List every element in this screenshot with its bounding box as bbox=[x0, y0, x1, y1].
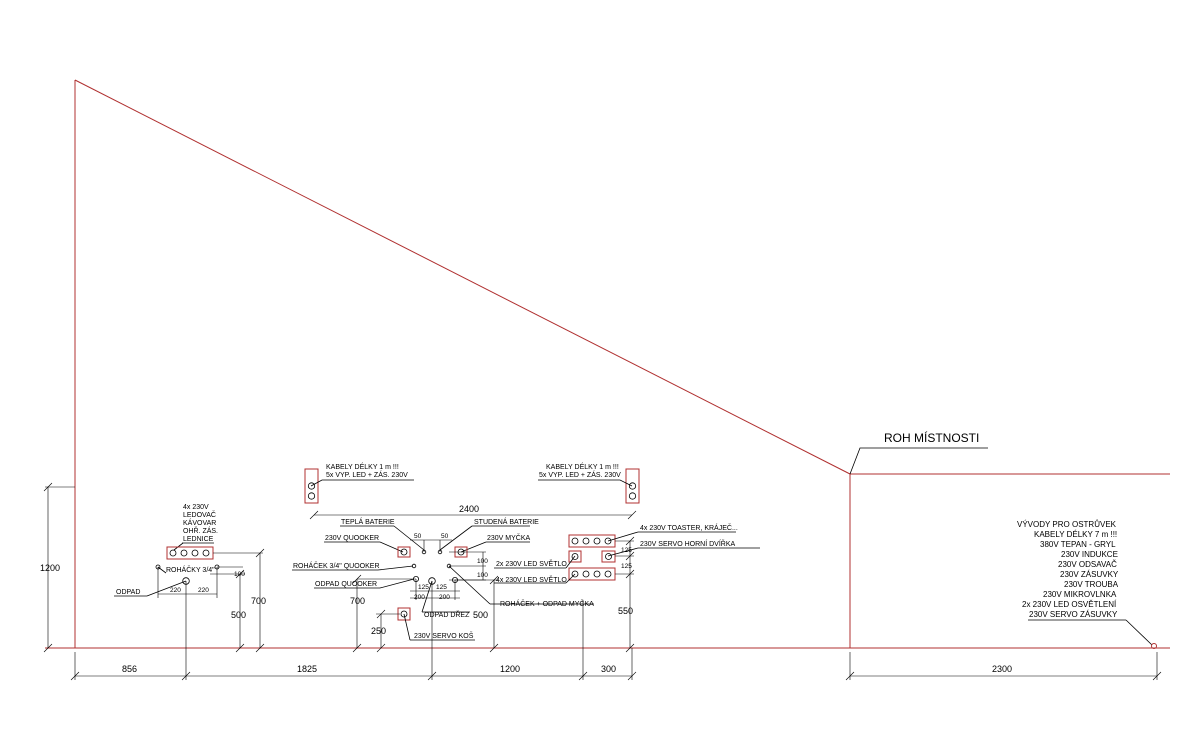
dim-label: 2300 bbox=[992, 664, 1012, 674]
dim-label: 2400 bbox=[459, 504, 479, 514]
island-outlet-point bbox=[1151, 643, 1157, 649]
odpad-label: ODPAD bbox=[116, 589, 140, 596]
dim-label: 100 bbox=[477, 572, 488, 579]
island-text: 380V TEPAN - GRYL bbox=[1040, 540, 1116, 549]
dim-label: 500 bbox=[231, 610, 246, 620]
dim-label: 125 bbox=[621, 547, 632, 554]
island-text: 230V MIKROVLNKA bbox=[1043, 590, 1117, 599]
switch-box-right: KABELY DÉLKY 1 m !!! 5x VYP. LED + ZÁS. … bbox=[538, 462, 640, 504]
studena-baterie-label: STUDENÁ BATERIE bbox=[474, 517, 539, 526]
valve-icon bbox=[411, 563, 417, 569]
toaster-label: 4x 230V TOASTER, KRÁJEČ... bbox=[640, 523, 738, 532]
dim-label: 50 bbox=[441, 533, 449, 540]
dim-label: 125 bbox=[418, 584, 429, 591]
quooker-label: 230V QUOOKER bbox=[325, 535, 379, 542]
wall-outline bbox=[45, 79, 1170, 649]
dim-label: 200 bbox=[414, 594, 425, 601]
led-4x-label: 4x 230V LED SVĚTLO bbox=[496, 575, 567, 584]
appliance-text: OHŘ. ZÁS. bbox=[183, 526, 218, 535]
cables-note-right-1: KABELY DÉLKY 1 m !!! bbox=[546, 462, 619, 471]
cables-note-right-2: 5x VYP. LED + ZÁS. 230V bbox=[539, 470, 621, 479]
corner-label: ROH MÍSTNOSTI bbox=[884, 430, 979, 445]
cables-note-left-1: KABELY DÉLKY 1 m !!! bbox=[326, 462, 399, 471]
sink-group: TEPLÁ BATERIE STUDENÁ BATERIE 230V QUOOK… bbox=[292, 517, 594, 680]
tepla-baterie-label: TEPLÁ BATERIE bbox=[341, 517, 395, 526]
dim-label: 100 bbox=[477, 558, 488, 565]
tap-icon bbox=[437, 549, 443, 555]
appliance-text: LEDNICE bbox=[183, 536, 214, 543]
servo-kos-label: 230V SERVO KOŠ bbox=[414, 631, 474, 640]
dim-label: 250 bbox=[371, 626, 386, 636]
dim-label: 125 bbox=[436, 584, 447, 591]
island-text: 2x 230V LED OSVĚTLENÍ bbox=[1022, 600, 1117, 609]
tap-icon bbox=[421, 549, 427, 555]
right-socket-group: 4x 230V TOASTER, KRÁJEČ... 230V SERVO HO… bbox=[494, 523, 760, 653]
led-2x-label: 2x 230V LED SVĚTLO bbox=[496, 559, 567, 568]
servo-horni-label: 230V SERVO HORNÍ DVÍŘKA bbox=[640, 539, 736, 548]
dim-label: 500 bbox=[473, 610, 488, 620]
dim-label: 700 bbox=[251, 596, 266, 606]
appliance-text: LEDOVAČ bbox=[183, 510, 216, 519]
quooker-socket bbox=[397, 546, 411, 558]
island-text: 230V TROUBA bbox=[1064, 580, 1119, 589]
wall-sloped-ceiling bbox=[74, 79, 851, 475]
dim-label: 100 bbox=[234, 571, 245, 578]
mycka-label: 230V MYČKA bbox=[487, 533, 531, 542]
rohacek-quooker-label: ROHÁČEK 3/4" QUOOKER bbox=[293, 561, 380, 570]
cables-note-left-2: 5x VYP. LED + ZÁS. 230V bbox=[326, 470, 408, 479]
dim-label: 300 bbox=[601, 664, 616, 674]
island-text: 230V INDUKCE bbox=[1061, 550, 1118, 559]
island-outlets: VÝVODY PRO OSTRŮVEK KABELY DÉLKY 7 m !!!… bbox=[1017, 520, 1157, 649]
appliance-text: 4x 230V bbox=[183, 504, 209, 511]
island-text: 230V SERVO ZÁSUVKY bbox=[1029, 610, 1118, 619]
dim-label: 125 bbox=[621, 563, 632, 570]
socket-strip-led-4x bbox=[568, 567, 616, 581]
island-text: KABELY DÉLKY 7 m !!! bbox=[1034, 530, 1117, 539]
rohacky-label: ROHÁČKY 3/4" bbox=[166, 565, 215, 574]
dim-label: 50 bbox=[414, 533, 422, 540]
odpad-quooker-label: ODPAD QUOOKER bbox=[315, 581, 377, 588]
switch-box-left: KABELY DÉLKY 1 m !!! 5x VYP. LED + ZÁS. … bbox=[304, 462, 414, 504]
dim-label: 700 bbox=[350, 596, 365, 606]
odpad-drez-label: ODPAD DŘEZ bbox=[424, 610, 470, 619]
island-text: 230V ZÁSUVKY bbox=[1060, 570, 1119, 579]
dim-label: 220 bbox=[170, 587, 181, 594]
dim-label: 200 bbox=[439, 594, 450, 601]
corner-callout: ROH MÍSTNOSTI bbox=[849, 430, 988, 475]
dim-label: 1825 bbox=[297, 664, 317, 674]
dim-label: 220 bbox=[198, 587, 209, 594]
island-text: 230V ODSAVAČ bbox=[1058, 560, 1117, 569]
dim-label: 550 bbox=[618, 606, 633, 616]
socket-strip-4x bbox=[166, 546, 214, 560]
dim-1200-vertical: 1200 bbox=[40, 482, 60, 653]
dim-label: 1200 bbox=[500, 664, 520, 674]
dim-label: 1200 bbox=[40, 563, 60, 573]
appliance-text: KÁVOVAR bbox=[183, 518, 216, 527]
dim-label: 856 bbox=[122, 664, 137, 674]
led-socket-2x bbox=[568, 550, 582, 563]
left-appliance-group: 4x 230V LEDOVAČ KÁVOVAR OHŘ. ZÁS. LEDNIC… bbox=[114, 504, 266, 680]
dim-2400: 2400 bbox=[309, 504, 637, 520]
rohacek-odpad-mycka-label: ROHÁČEK + ODPAD MYČKA bbox=[500, 599, 594, 608]
island-text: VÝVODY PRO OSTRŮVEK bbox=[1017, 520, 1117, 529]
bottom-dimensions: 856 1825 1200 300 2300 bbox=[70, 600, 1162, 681]
servo-horni-socket bbox=[601, 550, 616, 563]
